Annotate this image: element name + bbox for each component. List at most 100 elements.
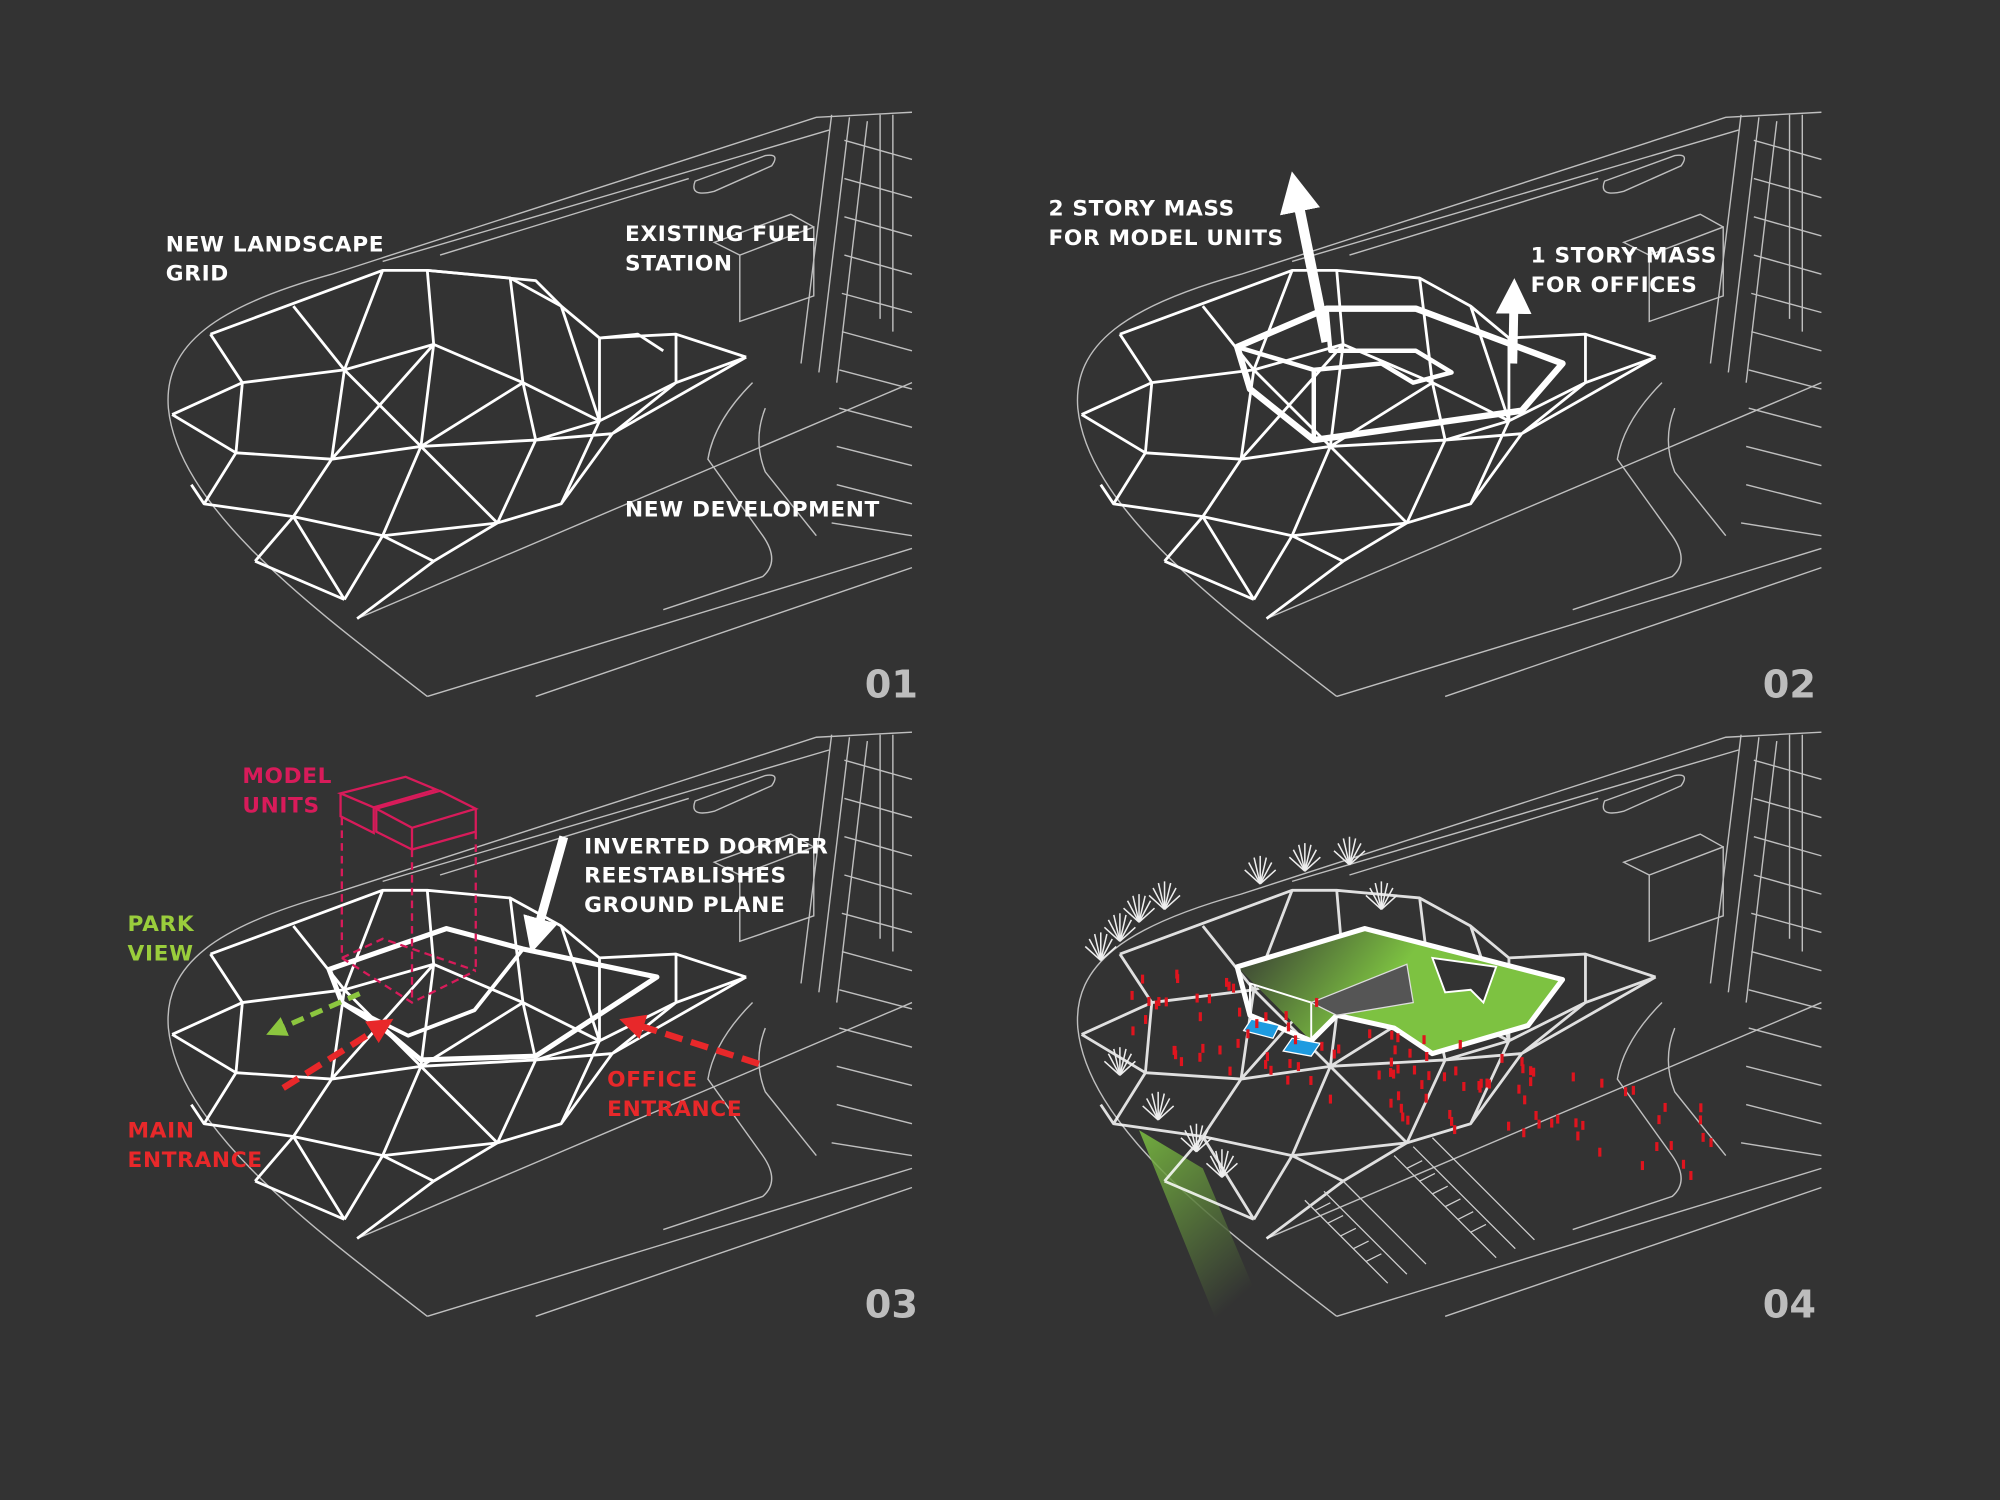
person-icon — [1154, 1000, 1159, 1010]
person-icon — [1284, 1011, 1288, 1021]
tree-icon — [1333, 836, 1366, 866]
arrow-up-one-story — [1495, 278, 1532, 364]
panel-04: 04 — [1076, 731, 1823, 1328]
person-icon — [1296, 1062, 1300, 1072]
tree-icon — [1103, 913, 1136, 942]
site-context-lines — [167, 731, 913, 1318]
person-icon — [1332, 1049, 1336, 1059]
person-icon — [1201, 1043, 1205, 1053]
person-icon — [1581, 1120, 1585, 1130]
person-icon — [1264, 1012, 1268, 1022]
person-icon — [1389, 1067, 1393, 1077]
tree-icon — [1205, 1149, 1238, 1178]
person-icon — [1390, 1030, 1394, 1040]
person-icon — [1377, 1070, 1381, 1080]
tree-icon — [1142, 1091, 1175, 1121]
person-icon — [1399, 1103, 1403, 1113]
building-facade — [1249, 982, 1313, 1043]
tree-icon — [1244, 855, 1277, 885]
person-icon — [1462, 1082, 1466, 1091]
panel-number-02: 02 — [1763, 663, 1816, 708]
person-icon — [1265, 1052, 1270, 1062]
person-icon — [1485, 1078, 1489, 1088]
person-icon — [1147, 996, 1151, 1006]
tree-icon — [1103, 1047, 1136, 1076]
panel-number-03: 03 — [865, 1283, 918, 1328]
person-icon — [1574, 1118, 1578, 1128]
person-icon — [1309, 1076, 1313, 1085]
roof-courtyard — [1430, 956, 1498, 1005]
person-icon — [1157, 997, 1161, 1006]
person-icon — [1269, 1065, 1273, 1075]
label-main-entrance-1: MAIN — [128, 1119, 195, 1144]
person-icon — [1598, 1147, 1602, 1157]
person-icon — [1699, 1103, 1703, 1113]
tree-icon — [1084, 932, 1117, 962]
person-icon — [1315, 997, 1319, 1007]
person-icon — [1657, 1115, 1661, 1125]
arrow-up-two-story — [1279, 171, 1332, 343]
label-fuel-station-1: EXISTING FUEL — [625, 222, 816, 247]
person-icon — [1453, 1125, 1457, 1135]
person-icon — [1571, 1072, 1575, 1082]
tree-icon — [1180, 1123, 1213, 1153]
label-two-story-2: FOR MODEL UNITS — [1048, 226, 1283, 251]
person-icon — [1669, 1141, 1673, 1150]
person-icon — [1534, 1110, 1538, 1120]
person-icon — [1396, 1091, 1401, 1101]
person-icon — [1396, 1064, 1400, 1074]
person-icon — [1442, 1072, 1447, 1082]
building-mass-outline — [1234, 305, 1566, 444]
person-icon — [1523, 1095, 1527, 1105]
person-icon — [1425, 1052, 1429, 1061]
person-icon — [1130, 990, 1134, 1000]
person-icon — [1681, 1159, 1686, 1169]
panel-03: MODEL UNITS PARK VIEW INVERTED DORMER RE… — [128, 731, 918, 1328]
person-icon — [1640, 1161, 1645, 1171]
person-icon — [1172, 1045, 1176, 1055]
person-icon — [1450, 1116, 1454, 1126]
person-icon — [1556, 1114, 1560, 1124]
person-icon — [1207, 994, 1211, 1004]
person-icon — [1631, 1085, 1635, 1095]
building-outline — [326, 926, 660, 1063]
person-icon — [1286, 1022, 1291, 1032]
dormer-arrow — [523, 835, 569, 954]
label-dormer-3: GROUND PLANE — [584, 893, 785, 918]
person-icon — [1427, 1071, 1431, 1081]
person-icon — [1448, 1109, 1452, 1119]
person-icon — [1288, 1059, 1292, 1068]
person-icon — [1164, 997, 1168, 1007]
person-icon — [1701, 1132, 1705, 1142]
person-icon — [1406, 1115, 1410, 1125]
person-icon — [1458, 1040, 1462, 1049]
perforated-facade — [1309, 963, 1414, 1016]
people — [1130, 969, 1713, 1180]
label-landscape-grid-1: NEW LANDSCAPE — [166, 232, 384, 257]
person-icon — [1255, 1019, 1259, 1029]
label-landscape-grid-2: GRID — [166, 262, 229, 287]
person-icon — [1401, 1112, 1405, 1122]
label-dormer-1: INVERTED DORMER — [584, 834, 828, 859]
person-icon — [1198, 1052, 1202, 1062]
person-icon — [1655, 1142, 1659, 1152]
person-icon — [1663, 1102, 1667, 1112]
person-icon — [1487, 1079, 1491, 1089]
person-icon — [1236, 1038, 1240, 1048]
panel-number-04: 04 — [1763, 1283, 1816, 1328]
person-icon — [1600, 1078, 1604, 1088]
person-icon — [1709, 1138, 1713, 1148]
landscape-grid — [1080, 269, 1658, 621]
park-view-arrow — [266, 991, 361, 1036]
person-icon — [1576, 1131, 1580, 1141]
person-icon — [1529, 1066, 1533, 1076]
tree-icon — [1148, 881, 1181, 911]
label-park-view-1: PARK — [128, 912, 195, 937]
person-icon — [1412, 1065, 1417, 1075]
tree-icon — [1288, 843, 1321, 872]
person-icon — [1198, 1012, 1202, 1022]
person-icon — [1550, 1118, 1554, 1128]
person-icon — [1393, 1045, 1397, 1055]
person-icon — [1176, 974, 1180, 984]
label-two-story-1: 2 STORY MASS — [1048, 197, 1234, 222]
